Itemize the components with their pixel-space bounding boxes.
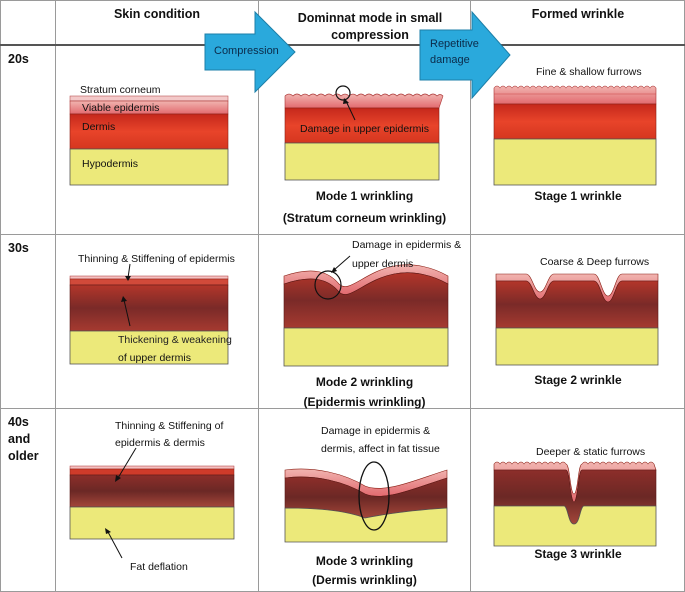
- mode3-title: Mode 3 wrinkling: [315, 554, 414, 568]
- label-dermis: Dermis: [82, 121, 116, 133]
- header-dominant-mode-line2: compression: [331, 28, 409, 42]
- age-older: older: [8, 449, 39, 463]
- epidermis-pointer-arrow: [127, 263, 131, 279]
- mode1-title: Mode 1 wrinkling: [315, 189, 414, 203]
- damage-pointer-arrow: [345, 100, 356, 121]
- table-border-left: [0, 0, 1, 592]
- skin-diagram-40s: [69, 447, 235, 559]
- age-20s: 20s: [8, 52, 29, 66]
- label-viable-epidermis: Viable epidermis: [82, 102, 160, 114]
- fat-pointer-arrow: [107, 531, 123, 559]
- mode1-diagram: [284, 85, 444, 181]
- skin-diagram-20s: [69, 95, 229, 186]
- stage1-annotation: Fine & shallow furrows: [536, 66, 642, 78]
- compression-arrow-icon: [204, 10, 296, 94]
- skin-diagram-30s: [69, 263, 229, 365]
- table-border-top: [0, 0, 685, 1]
- dermis-pointer-arrow: [123, 299, 131, 327]
- condition-30s-top: Thinning & Stiffening of epidermis: [78, 253, 235, 265]
- compression-arrow-label: Compression: [214, 45, 279, 57]
- condition-30s-bottom-line2: of upper dermis: [118, 352, 191, 364]
- mode3-annotation-line2: dermis, affect in fat tissue: [321, 443, 440, 455]
- damage-ellipse-icon: [358, 461, 390, 531]
- damage-pointer-arrow: [333, 255, 351, 271]
- mode2-annotation-line1: Damage in epidermis &: [352, 239, 462, 251]
- label-hypodermis: Hypodermis: [82, 158, 139, 170]
- header-formed-wrinkle: Formed wrinkle: [531, 7, 625, 21]
- age-40s: 40s: [8, 415, 29, 429]
- hypodermis-layer: [69, 148, 229, 186]
- stage2-title: Stage 2 wrinkle: [534, 373, 622, 387]
- condition-40s-bottom: Fat deflation: [130, 561, 188, 573]
- mode2-subtitle: (Epidermis wrinkling): [303, 395, 426, 409]
- row-divider-2: [0, 408, 685, 409]
- mode3-annotation-line1: Damage in epidermis &: [321, 425, 431, 437]
- age-and: and: [8, 432, 31, 446]
- mode2-annotation-line2: upper dermis: [352, 258, 414, 270]
- stage1-title: Stage 1 wrinkle: [534, 189, 622, 203]
- mode2-title: Mode 2 wrinkling: [315, 375, 414, 389]
- mode3-diagram: [284, 461, 448, 543]
- stage3-wrinkle-diagram: [493, 461, 657, 547]
- damage-ellipse-icon: [314, 270, 342, 300]
- column-divider-3: [470, 0, 471, 592]
- stage2-annotation: Coarse & Deep furrows: [540, 256, 650, 268]
- column-divider-1: [55, 0, 56, 592]
- damage-circle-icon: [335, 85, 351, 101]
- age-30s: 30s: [8, 241, 29, 255]
- header-divider: [0, 44, 685, 46]
- condition-40s-top-line1: Thinning & Stiffening of: [115, 420, 224, 432]
- mode1-subtitle: (Stratum corneum wrinkling): [282, 211, 447, 225]
- stage3-title: Stage 3 wrinkle: [534, 547, 622, 561]
- stage1-wrinkle-diagram: [493, 85, 657, 186]
- column-divider-2: [258, 0, 259, 592]
- repetitive-arrow-label-line1: Repetitive: [430, 38, 479, 50]
- mode1-annotation: Damage in upper epidermis: [300, 123, 429, 135]
- mode2-diagram: [283, 255, 449, 367]
- row-divider-1: [0, 234, 685, 235]
- condition-30s-bottom-line1: Thickening & weakening: [118, 334, 232, 346]
- condition-40s-top-line2: epidermis & dermis: [115, 437, 205, 449]
- label-stratum-corneum: Stratum corneum: [80, 84, 161, 96]
- repetitive-damage-arrow-icon: [419, 10, 511, 100]
- mode3-subtitle: (Dermis wrinkling): [312, 573, 417, 587]
- stage2-wrinkle-diagram: [495, 273, 659, 366]
- dermis-pointer-arrow: [117, 447, 137, 479]
- stage3-annotation: Deeper & static furrows: [536, 446, 646, 458]
- header-dominant-mode-line1: Dominnat mode in small: [297, 11, 443, 25]
- repetitive-arrow-label-line2: damage: [430, 54, 470, 66]
- header-skin-condition: Skin condition: [113, 7, 201, 21]
